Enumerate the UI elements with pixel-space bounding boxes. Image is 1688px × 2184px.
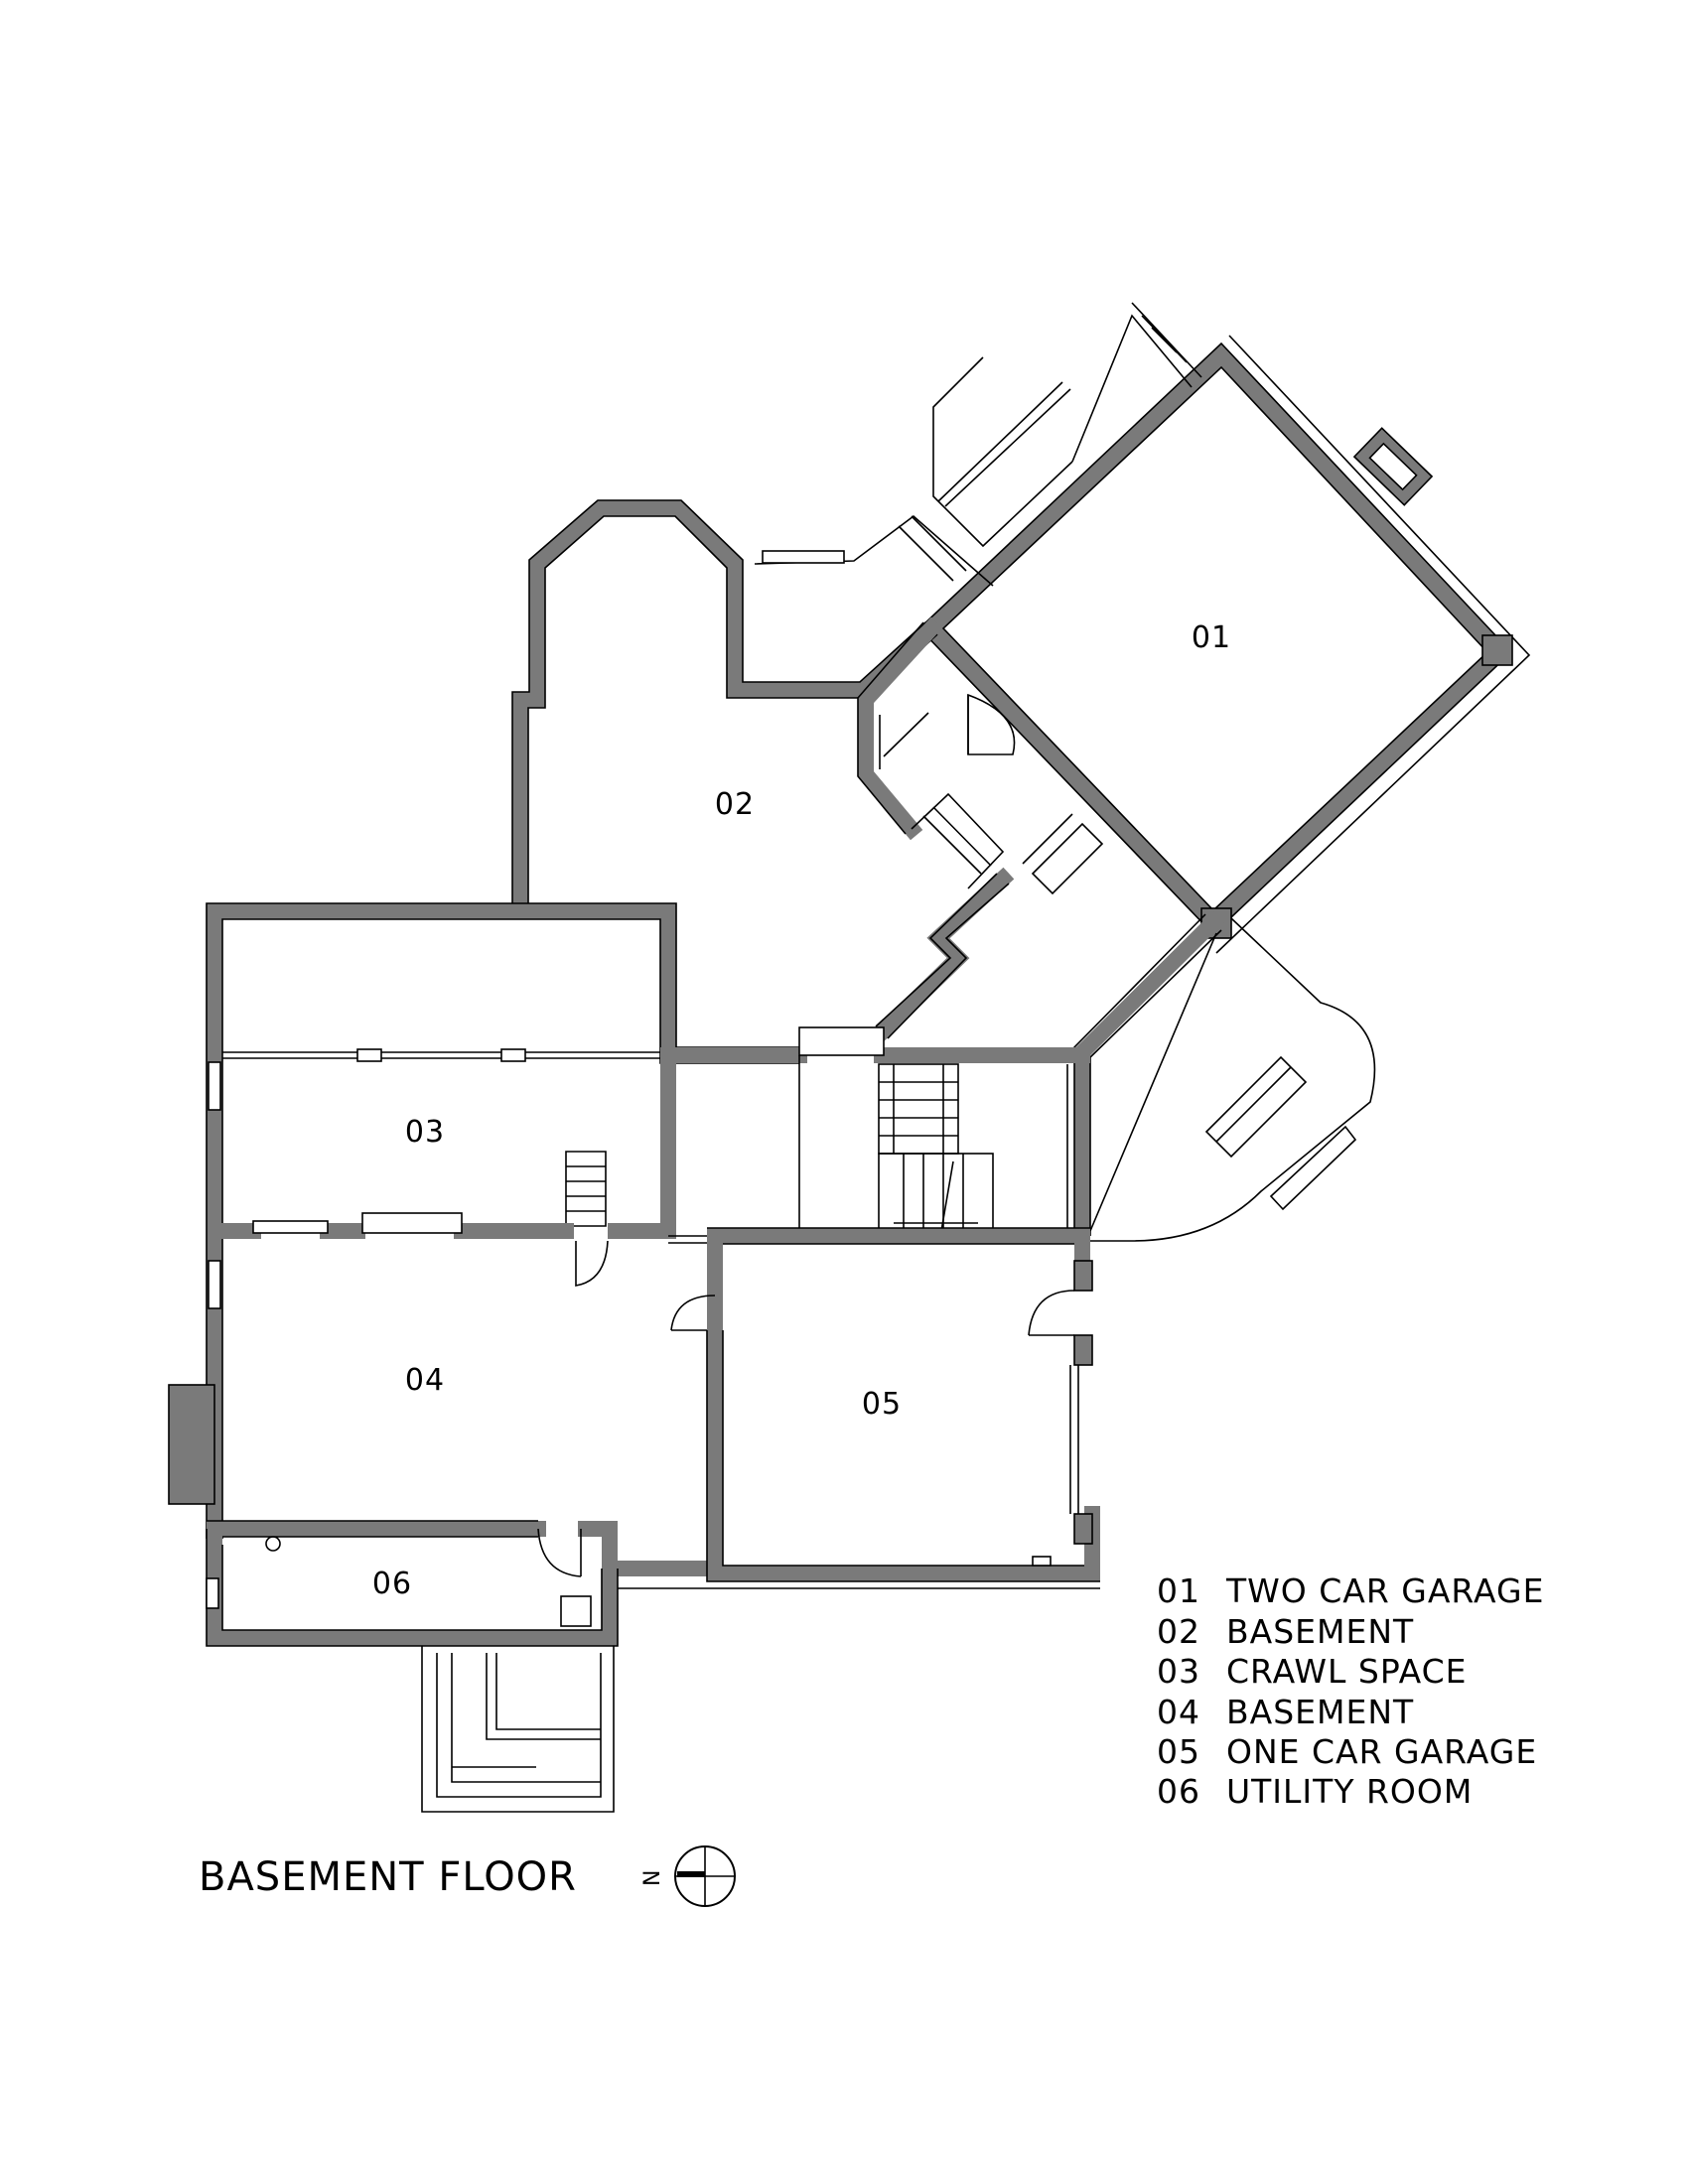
- room-label-03: 03: [405, 1115, 445, 1150]
- wall-03-04: [214, 1047, 676, 1287]
- room-labels: 01 02 03 04 05 06: [372, 620, 1231, 1601]
- room-04-walls: [168, 1238, 723, 1636]
- room-05-walls: [610, 1227, 1100, 1589]
- room-02-walls: [511, 499, 1225, 1244]
- north-stair-bay: [754, 302, 1202, 587]
- legend-number-05: 05: [1157, 1732, 1200, 1771]
- drawing-title: BASEMENT FLOOR: [199, 1854, 577, 1900]
- room-06-walls: [206, 1529, 619, 1647]
- legend-name-01: TWO CAR GARAGE: [1225, 1571, 1544, 1610]
- room-legend: 01 TWO CAR GARAGE 02 BASEMENT 03 CRAWL S…: [1157, 1571, 1544, 1811]
- room-label-01: 01: [1192, 620, 1231, 655]
- legend-name-02: BASEMENT: [1226, 1612, 1414, 1651]
- legend-number-03: 03: [1157, 1652, 1200, 1691]
- room-label-06: 06: [372, 1567, 412, 1601]
- legend-number-06: 06: [1157, 1772, 1200, 1811]
- north-arrow-label: N: [640, 1870, 665, 1886]
- legend-name-06: UTILITY ROOM: [1226, 1772, 1473, 1811]
- south-areaway: [421, 1646, 615, 1813]
- stair-hall: [660, 1026, 1090, 1244]
- legend-name-03: CRAWL SPACE: [1226, 1652, 1468, 1691]
- legend-number-02: 02: [1157, 1612, 1200, 1651]
- room-label-04: 04: [405, 1363, 445, 1398]
- southeast-porch: [1089, 917, 1376, 1242]
- legend-number-04: 04: [1157, 1693, 1200, 1731]
- legend-name-05: ONE CAR GARAGE: [1226, 1732, 1537, 1771]
- legend-number-01: 01: [1157, 1571, 1200, 1610]
- room-label-02: 02: [715, 787, 755, 822]
- legend-name-04: BASEMENT: [1226, 1693, 1414, 1731]
- room-label-05: 05: [862, 1387, 902, 1422]
- north-arrow-icon: N: [640, 1845, 736, 1907]
